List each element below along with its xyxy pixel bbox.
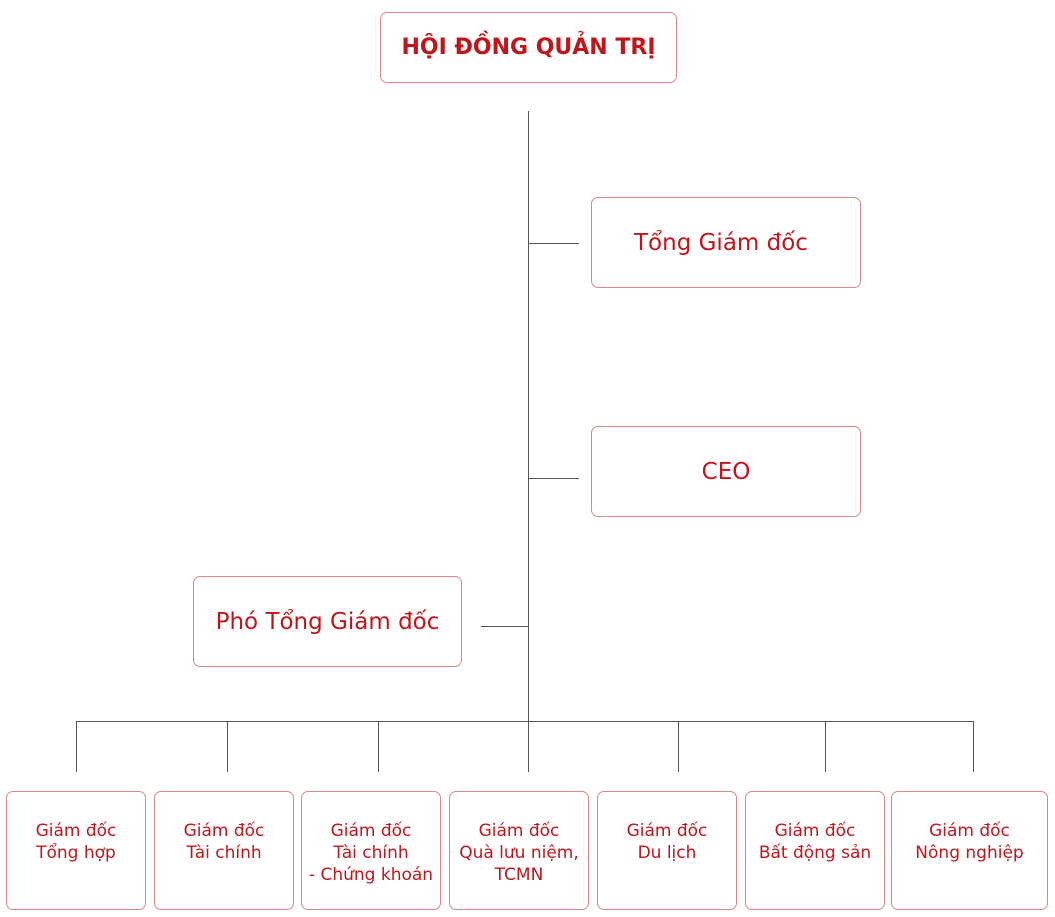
ceo-label: CEO	[701, 458, 751, 485]
ceo-node: CEO	[591, 426, 861, 517]
department-label: Giám đốc Tài chính	[183, 821, 265, 863]
department-label: Giám đốc Tài chính - Chứng khoán	[308, 821, 434, 885]
department-label: Giám đốc Tổng hợp	[35, 821, 117, 863]
department-label: Giám đốc Nông nghiệp	[915, 821, 1024, 863]
department-node-finance: Giám đốc Tài chính	[154, 791, 294, 910]
department-bus-connector	[76, 721, 974, 722]
deputy-connector	[481, 626, 528, 627]
drop-connector	[973, 721, 974, 772]
department-node-securities: Giám đốc Tài chính - Chứng khoán	[301, 791, 441, 910]
department-label: Giám đốc Quà lưu niệm, TCMN	[459, 821, 579, 885]
general-director-node: Tổng Giám đốc	[591, 197, 861, 288]
trunk-connector	[528, 111, 529, 772]
board-label: HỘI ĐỒNG QUẢN TRỊ	[401, 35, 656, 60]
department-node-general: Giám đốc Tổng hợp	[6, 791, 146, 910]
drop-connector	[76, 721, 77, 772]
department-label: Giám đốc Du lịch	[626, 821, 708, 863]
department-node-souvenirs: Giám đốc Quà lưu niệm, TCMN	[449, 791, 589, 910]
department-node-tourism: Giám đốc Du lịch	[597, 791, 737, 910]
department-node-agriculture: Giám đốc Nông nghiệp	[891, 791, 1048, 910]
department-node-real-estate: Giám đốc Bất động sản	[745, 791, 885, 910]
general-director-connector	[529, 243, 579, 244]
drop-connector	[678, 721, 679, 772]
ceo-connector	[529, 478, 579, 479]
board-node: HỘI ĐỒNG QUẢN TRỊ	[380, 12, 677, 83]
drop-connector	[825, 721, 826, 772]
drop-connector	[378, 721, 379, 772]
department-label: Giám đốc Bất động sản	[758, 821, 872, 863]
general-director-label: Tổng Giám đốc	[634, 229, 808, 256]
drop-connector	[227, 721, 228, 772]
deputy-general-director-node: Phó Tổng Giám đốc	[193, 576, 462, 667]
deputy-general-director-label: Phó Tổng Giám đốc	[215, 608, 440, 635]
